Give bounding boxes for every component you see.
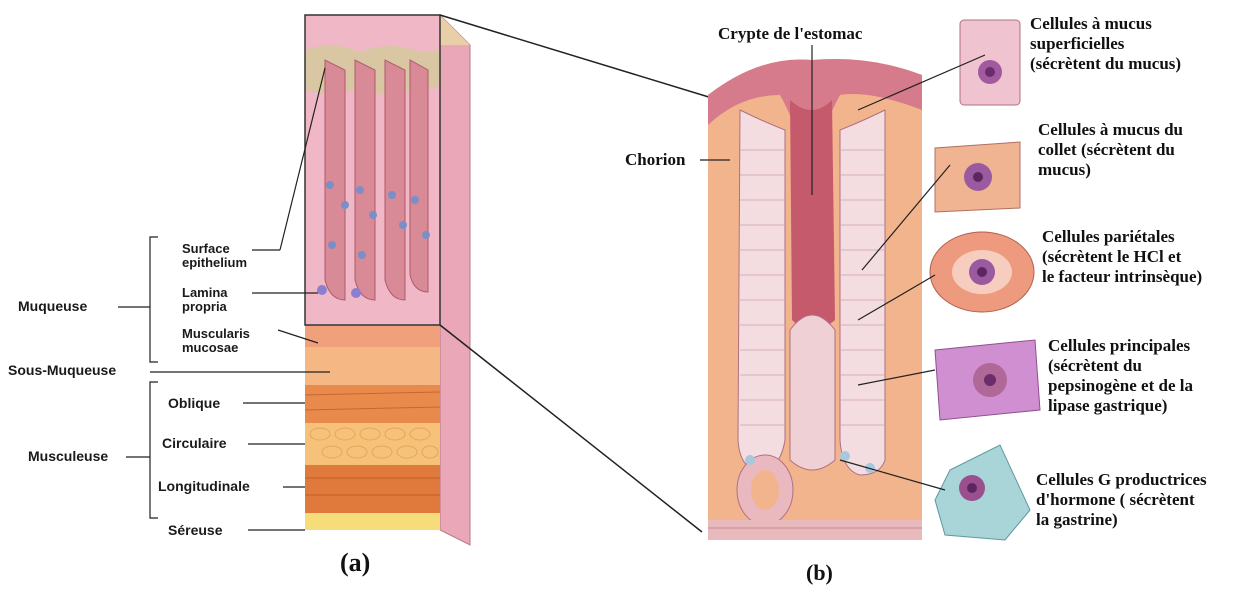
label-muqueuse: Muqueuse bbox=[18, 299, 87, 314]
muscularis-mucosae-layer bbox=[305, 325, 440, 347]
longitudinal-muscle-layer bbox=[305, 465, 440, 513]
chief-cell bbox=[935, 340, 1040, 420]
oblique-muscle-layer bbox=[305, 385, 440, 423]
cell-illustrations bbox=[930, 20, 1040, 540]
label-circulaire: Circulaire bbox=[162, 436, 227, 451]
label-surface-epithelium: Surface epithelium bbox=[182, 242, 247, 270]
label-cellules-g: Cellules G productrices d'hormone ( sécr… bbox=[1036, 470, 1207, 530]
label-longitudinale: Longitudinale bbox=[158, 479, 250, 494]
label-sous-muqueuse: Sous-Muqueuse bbox=[8, 363, 116, 378]
label-cellules-mucus-superficielles: Cellules à mucus superficielles (sécrète… bbox=[1030, 14, 1181, 74]
parietal-cell bbox=[930, 232, 1034, 312]
serosa-layer bbox=[305, 513, 440, 530]
stomach-wall-block bbox=[305, 15, 470, 545]
caption-b: (b) bbox=[806, 560, 833, 586]
label-cellules-mucus-collet: Cellules à mucus du collet (sécrètent du… bbox=[1038, 120, 1183, 180]
submucosa-layer bbox=[305, 347, 440, 385]
neck-mucous-cell bbox=[935, 142, 1020, 212]
g-cell bbox=[935, 445, 1030, 540]
label-chorion: Chorion bbox=[625, 150, 685, 170]
label-crypte: Crypte de l'estomac bbox=[718, 24, 862, 44]
gastric-pit-illustration bbox=[708, 59, 922, 540]
label-lamina-propria: Lamina propria bbox=[182, 286, 228, 314]
label-oblique: Oblique bbox=[168, 396, 220, 411]
label-sereuse: Séreuse bbox=[168, 523, 222, 538]
zoom-line-top bbox=[440, 15, 712, 98]
label-musculeuse: Musculeuse bbox=[28, 449, 108, 464]
zoom-line-bottom bbox=[440, 325, 702, 532]
label-muscularis-mucosae: Muscularis mucosae bbox=[182, 327, 250, 355]
caption-a: (a) bbox=[340, 548, 370, 578]
label-cellules-parietales: Cellules pariétales (sécrètent le HCl et… bbox=[1042, 227, 1202, 287]
label-cellules-principales: Cellules principales (sécrètent du pepsi… bbox=[1048, 336, 1193, 416]
